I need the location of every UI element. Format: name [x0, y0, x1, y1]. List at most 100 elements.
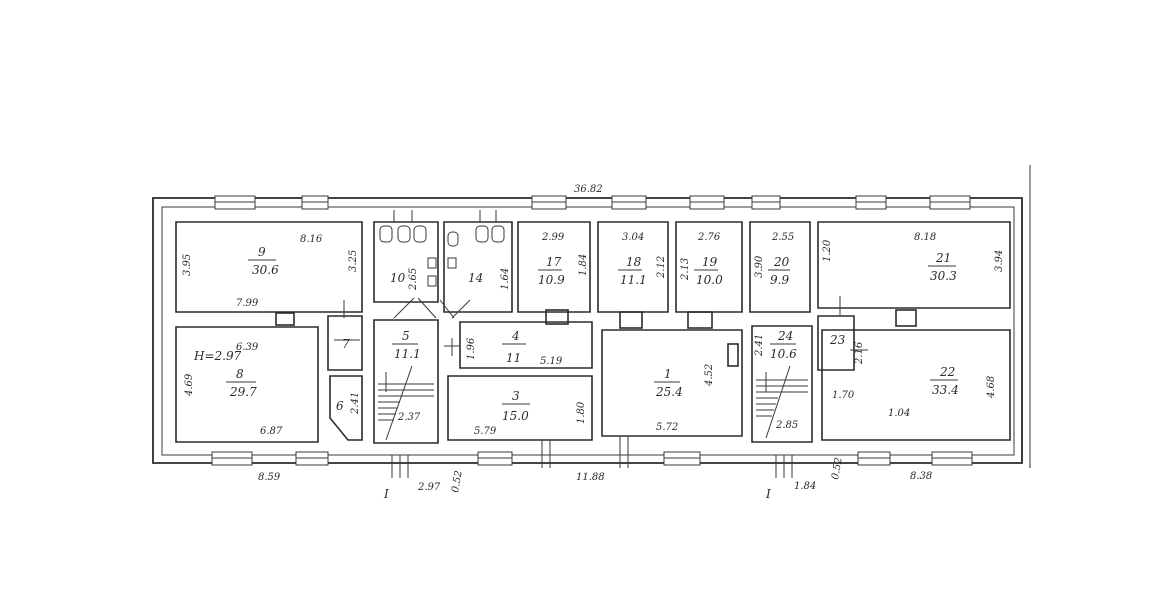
- room-21-dim-right: 3.94: [994, 250, 1005, 272]
- room-9-dim-top: 8.16: [300, 234, 323, 245]
- room-1-area: 25.4: [655, 385, 683, 399]
- room-17-labels: 2.99 17 10.9 1.84: [538, 232, 589, 287]
- room-21-area: 30.3: [930, 269, 957, 283]
- room-19-labels: 2.76 19 10.0 2.13: [680, 232, 723, 287]
- room-18-labels: 3.04 18 11.1 2.12: [618, 232, 667, 287]
- room-19-outline: [675, 221, 743, 313]
- room-4-area: 11: [506, 351, 521, 365]
- room-9-area: 30.6: [252, 263, 279, 277]
- room-8-outline: [175, 326, 319, 443]
- room-19-number: 19: [702, 255, 718, 269]
- room-22-dim-right: 4.68: [986, 376, 997, 399]
- room-18-number: 18: [626, 255, 642, 269]
- room-10-labels: 10 2.65: [390, 268, 419, 291]
- room-5-number: 5: [402, 329, 410, 343]
- room-3-number: 3: [512, 389, 520, 403]
- stair-markers: I I: [383, 487, 771, 501]
- room-21-outline: [817, 221, 1011, 309]
- room-1-dim-right: 4.52: [704, 364, 715, 387]
- room-17-outline: [517, 221, 591, 313]
- dim-bottom-left: 8.59: [258, 472, 281, 483]
- room-1-labels: 1 25.4 4.52 5.72: [654, 364, 715, 433]
- dim-bottom-mid2: 0.52: [450, 470, 465, 494]
- room-21-labels: 8.18 21 30.3 1.20 3.94: [822, 232, 1005, 283]
- room-22-dim-bottom: 1.04: [888, 408, 910, 419]
- room-21-number: 21: [935, 251, 951, 265]
- room-18-dim-top: 3.04: [622, 232, 644, 243]
- room-8-number: 8: [236, 367, 244, 381]
- dim-bottom-center: 11.88: [576, 472, 605, 483]
- room-20-number: 20: [773, 255, 790, 269]
- room-18-dim-right: 2.12: [656, 256, 667, 279]
- room-20-area: 9.9: [770, 273, 789, 287]
- wall-stubs: [275, 309, 917, 367]
- room-22-dim-left: 1.70: [832, 390, 855, 401]
- stair-marker-right: I: [765, 487, 771, 501]
- room-14-dim: 1.64: [500, 268, 511, 290]
- room-9-outline: [175, 221, 363, 313]
- room-6-dim: 2.41: [350, 392, 361, 415]
- room-19-area: 10.0: [696, 273, 723, 287]
- room-20-dim-top: 2.55: [771, 232, 794, 243]
- room-8-dim-left: 4.69: [184, 373, 195, 397]
- room-17-dim-top: 2.99: [541, 232, 565, 243]
- room-4-dim-right: 5.19: [540, 356, 563, 367]
- room-18-area: 11.1: [620, 273, 647, 287]
- room-9-dim-bottom: 7.99: [236, 298, 259, 309]
- bottom-windows: [211, 451, 973, 466]
- room-17-number: 17: [546, 255, 562, 269]
- room-22-labels: 22 33.4 1.70 1.04 4.68: [832, 365, 997, 419]
- room-17-dim-right: 1.84: [578, 254, 589, 276]
- dim-bottom-mid4: 0.52: [830, 457, 845, 481]
- room-19-dim-left: 2.13: [680, 258, 691, 281]
- room-20-outline: [749, 221, 811, 313]
- room-8-dim-bottom: 6.87: [260, 426, 283, 437]
- room-10-number: 10: [390, 271, 406, 285]
- room-3-outline: [447, 375, 593, 441]
- room-4-labels: 4 11 1.96 5.19: [466, 329, 563, 367]
- room-3-dim-bottom: 5.79: [474, 426, 497, 437]
- room-24-labels: 24 10.6 2.41 2.85: [754, 329, 798, 431]
- entrance-doors: [391, 436, 793, 478]
- room-1-outline: [601, 329, 743, 437]
- room-4-dim-left: 1.96: [466, 337, 477, 360]
- room-6-number: 6: [336, 399, 344, 413]
- top-windows: [214, 195, 971, 210]
- room-6-outline: [329, 375, 363, 441]
- dim-total-length: 36.82: [574, 184, 603, 195]
- room-14-labels: 14 1.64: [468, 268, 511, 290]
- dim-bottom-right: 8.38: [910, 471, 932, 482]
- room-8-labels: H=2.97 8 29.7 6.39 4.69 6.87: [184, 342, 283, 437]
- room-4-number: 4: [511, 329, 520, 343]
- room-14-number: 14: [468, 271, 483, 285]
- room-22-outline: [821, 329, 1011, 441]
- stair-marker-left: I: [383, 487, 389, 501]
- room-19-dim-top: 2.76: [697, 232, 721, 243]
- room-9-labels: 9 30.6 8.16 3.95 3.25 7.99: [182, 234, 359, 309]
- outer-walls: [152, 197, 1023, 464]
- room-10-outline: [373, 221, 439, 303]
- room-5-area: 11.1: [394, 347, 421, 361]
- room-14-outline: [443, 221, 513, 313]
- room-1-dim-bottom: 5.72: [656, 422, 678, 433]
- room-3-dim-right: 1.80: [576, 401, 587, 424]
- room-23-outline: [817, 315, 855, 371]
- room-1-number: 1: [664, 367, 672, 381]
- room-4-outline: [459, 321, 593, 369]
- room-7-outline: [327, 315, 363, 371]
- stair-left: [378, 365, 434, 441]
- room-24-outline: [751, 325, 813, 443]
- room-9-dim-left: 3.95: [182, 254, 193, 276]
- room-10-dim: 2.65: [408, 268, 419, 291]
- room-7-number: 7: [342, 337, 350, 351]
- room-21-dim-top: 8.18: [914, 232, 936, 243]
- sanitary-fixtures: [379, 210, 505, 287]
- stair-right: [756, 365, 808, 439]
- room-5-labels: 5 11.1 2.37: [392, 329, 421, 423]
- room-23-dim: 2.16: [854, 341, 865, 365]
- dim-bottom-mid3: 1.84: [794, 481, 816, 492]
- door-swings: [334, 296, 868, 356]
- room-5-outline: [373, 319, 439, 444]
- room-23-labels: 23 2.16: [829, 333, 865, 365]
